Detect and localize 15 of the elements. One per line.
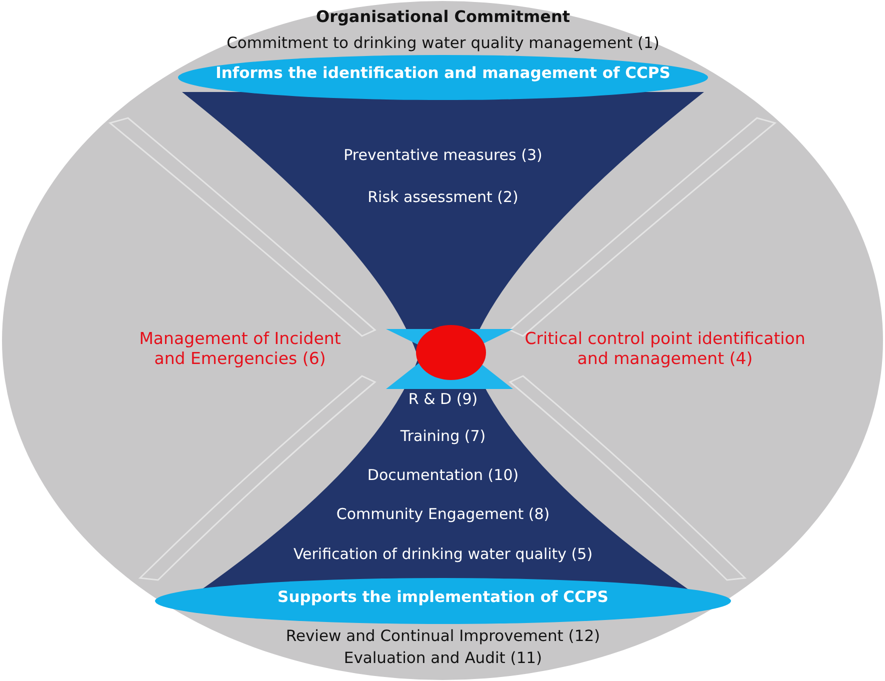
label-text: Management of Incident and Emergencies (6)	[138, 329, 342, 369]
label-text: Preventative measures (3)	[344, 146, 542, 164]
label-text: Training (7)	[400, 427, 486, 445]
label-text: Risk assessment (2)	[368, 188, 518, 206]
label-text: Critical control point identification and management (4)	[524, 329, 806, 369]
label-text: Documentation (10)	[367, 466, 519, 484]
label-text: Informs the identification and management of CCPS	[216, 64, 670, 83]
label-text: R & D (9)	[408, 390, 478, 408]
label-text: Evaluation and Audit (11)	[344, 649, 542, 668]
label-text: Commitment to drinking water quality management (1)	[226, 34, 660, 53]
label-text: Verification of drinking water quality (5)	[293, 545, 593, 563]
label-text: Organisational Commitment	[316, 7, 570, 26]
label-text: Supports the implementation of CCPS	[278, 588, 608, 607]
label-text: Review and Continual Improvement (12)	[286, 627, 600, 646]
label-text: Community Engagement (8)	[336, 505, 550, 523]
